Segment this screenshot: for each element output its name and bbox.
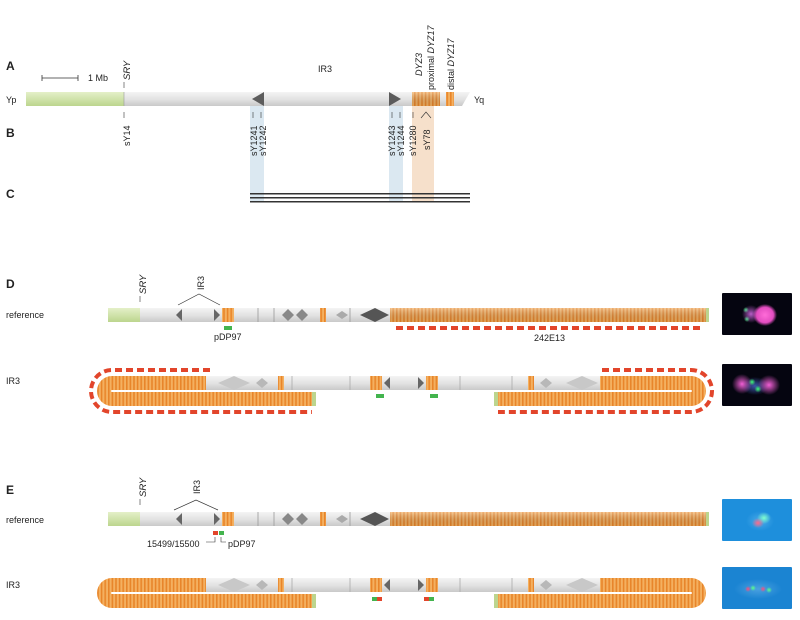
ir3-arrow-left — [384, 579, 390, 591]
proximal-dyz17-label: proximal DYZ17 — [426, 24, 436, 90]
probe-red-e-reference — [213, 531, 218, 535]
ir3-arrow-left — [384, 377, 390, 389]
short-arm-segment — [26, 92, 124, 106]
short-arm-segment — [108, 308, 140, 322]
probe-green-e-ir3-right — [429, 597, 434, 601]
deletion-line-1 — [250, 193, 470, 195]
probe-red-label-e: 15499/15500 — [147, 539, 200, 549]
chromosome-e-reference — [108, 512, 709, 526]
probe-red-d-ir3-right — [498, 368, 714, 414]
distal-dyz17-block — [446, 92, 454, 106]
ir3-arrow-left — [252, 92, 264, 106]
probe-green-d-reference — [224, 326, 232, 330]
marker-sy78: sY78 — [422, 129, 432, 150]
marker-sy1241: sY1241 — [249, 125, 259, 156]
sry-label-d: SRY — [138, 274, 149, 294]
probe-green-label-e: pDP97 — [228, 539, 256, 549]
row-label-e-ir3: IR3 — [6, 580, 20, 590]
deletion-bands — [250, 106, 434, 202]
dyz17-loop-right — [494, 376, 706, 406]
probe-green-e-reference — [219, 531, 224, 535]
yq-label: Yq — [474, 95, 484, 105]
marker-sy14: sY14 — [122, 125, 132, 146]
dyz3-label: DYZ3 — [414, 53, 424, 76]
panel-letter-e: E — [6, 483, 14, 497]
dyz17-loop-left — [97, 578, 316, 608]
probe-green-label-d: pDP97 — [214, 332, 242, 342]
row-label-d-reference: reference — [6, 310, 44, 320]
probe-red-e-ir3-left — [377, 597, 382, 601]
long-arm-segment — [124, 92, 470, 106]
short-arm-segment — [108, 512, 140, 526]
dyz17-loop-left — [97, 376, 316, 406]
scale-bar: 1 Mb — [41, 73, 108, 83]
panel-letter-d: D — [6, 277, 15, 291]
probe-red-e-ir3-right — [424, 597, 429, 601]
chromosome-e-ir3 — [97, 578, 706, 608]
marker-sy1244: sY1244 — [396, 125, 406, 156]
chromosome-a — [26, 92, 470, 106]
panel-e: E SRY IR3 reference 15499/ — [6, 477, 709, 608]
micrograph-d-ir3 — [722, 364, 792, 406]
deletion-line-2 — [250, 197, 470, 199]
ir3-label-d: IR3 — [196, 276, 206, 290]
ir3-arrow-left — [176, 513, 182, 525]
micrograph-e-reference — [722, 499, 792, 541]
row-label-e-reference: reference — [6, 515, 44, 525]
distal-dyz17-label: distal DYZ17 — [446, 37, 456, 90]
marker-sy1280: sY1280 — [408, 125, 418, 156]
marker-sy1242: sY1242 — [258, 125, 268, 156]
micrograph-e-ir3 — [722, 567, 792, 609]
ir3-arrow-right — [418, 579, 424, 591]
deletion-band-ir3-distal — [389, 106, 403, 202]
micrograph-d-reference — [722, 293, 792, 335]
ir3-arrow-left — [176, 309, 182, 321]
panel-c: C — [6, 187, 470, 203]
probe-red-label-d: 242E13 — [534, 333, 565, 343]
chromosome-d-reference — [108, 308, 709, 322]
ir3-arrow-right — [214, 513, 220, 525]
sry-label-e: SRY — [138, 477, 149, 497]
panel-b: B sY14 sY1241 sY1242 sY1243 sY1244 sY128… — [6, 111, 432, 156]
ir3-arrow-right — [418, 377, 424, 389]
probe-green-d-ir3-left — [376, 394, 384, 398]
panel-d: D SRY IR3 reference pDP97 242E13 — [6, 274, 714, 414]
ir3-label-e: IR3 — [192, 480, 202, 494]
chromosome-d-ir3 — [97, 376, 706, 406]
scale-bar-label: 1 Mb — [88, 73, 108, 83]
sry-label-a: SRY — [122, 60, 133, 80]
panel-letter-c: C — [6, 187, 15, 201]
deletion-band-dyz17 — [412, 106, 434, 202]
yp-label: Yp — [6, 95, 16, 105]
marker-sy1243: sY1243 — [387, 125, 397, 156]
ir3-arrow-right — [214, 309, 220, 321]
probe-green-e-ir3-left — [372, 597, 377, 601]
probe-red-d-ir3-left — [89, 368, 312, 414]
panel-letter-a: A — [6, 59, 15, 73]
panel-letter-b: B — [6, 126, 15, 140]
ir3-label-a: IR3 — [318, 64, 332, 74]
ir3-arrow-right — [389, 92, 401, 106]
deletion-band-ir3-proximal — [250, 106, 264, 202]
deletion-line-3 — [250, 201, 470, 203]
probe-green-d-ir3-right — [430, 394, 438, 398]
row-label-d-ir3: IR3 — [6, 376, 20, 386]
dyz17-loop-right — [494, 578, 706, 608]
panel-a: A 1 Mb Yp Yq SRY IR3 DYZ3 proximal DYZ17… — [6, 24, 484, 106]
